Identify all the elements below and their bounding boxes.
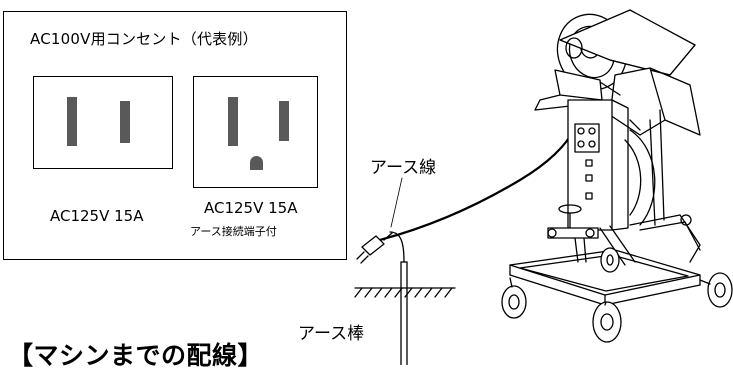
outlet-slot [120,101,130,143]
ground-rod-label: アース棒 [298,324,365,344]
machine-head [534,9,701,226]
machine-cart-frame [509,214,701,306]
power-cable [370,126,577,244]
ground-wire-label: アース線 [370,158,437,178]
grounded-outlet-caption: AC125V 15A [204,199,298,217]
ground-wire-leader [390,177,403,228]
ground-surface [354,287,456,298]
grounded-outlet [193,76,318,188]
ground-wire [389,231,405,263]
outlet-slot [228,97,238,146]
cart-wheel [600,247,620,273]
two-prong-outlet-caption: AC125V 15A [50,207,144,225]
grounded-outlet-note: アース接続端子付 [190,225,277,238]
adjust-knob [547,204,599,239]
cart-wheel [699,272,733,308]
panel-title: AC100V用コンセント（代表例） [30,30,258,48]
cart-wheel [592,301,622,343]
cart-wheel [501,277,527,319]
power-plug [356,232,393,264]
ground-terminal-hole [250,156,263,170]
outlet-slot [67,97,77,146]
machine-column [567,99,665,231]
outlet-slot [279,101,289,141]
two-prong-outlet [33,76,173,169]
section-heading: 【マシンまでの配線】 [8,341,264,370]
ground-rod [400,261,408,365]
